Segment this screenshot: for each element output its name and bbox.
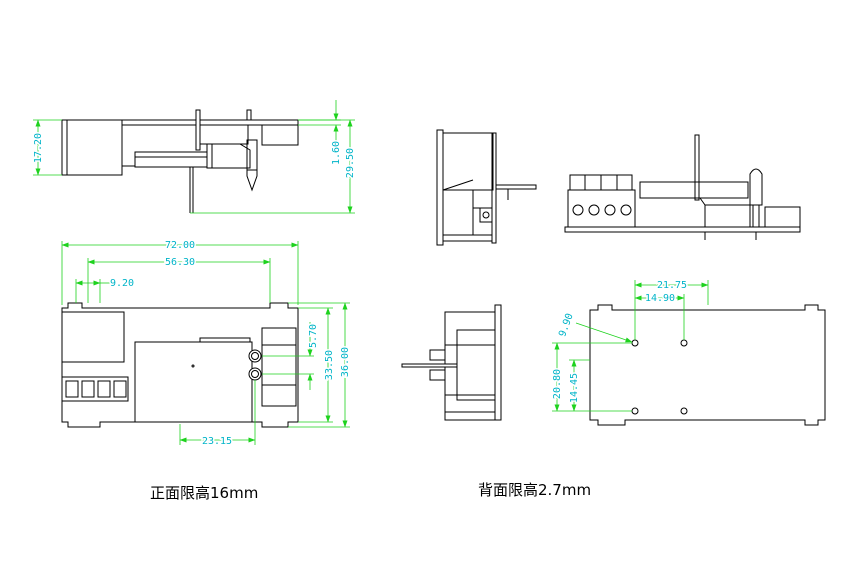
back-hole-bottom-left (631, 407, 639, 415)
dim-29-50-label: 29.50 (345, 148, 356, 178)
long-side-tall-pin (694, 134, 700, 201)
long-side-terminal-screw-2 (588, 204, 600, 216)
end-rear-view (401, 304, 502, 421)
front-side-step (121, 125, 136, 167)
end-side-terminal (479, 207, 493, 223)
caption-front: 正面限高16mm (150, 484, 258, 502)
front-top-terminal-2 (81, 380, 95, 398)
dim-14-90-label: 14.90 (645, 293, 675, 304)
front-top-connector (261, 327, 297, 407)
end-side-lower-block (442, 189, 474, 236)
front-side-relay (61, 119, 123, 176)
dim-21-75-label: 21.75 (657, 280, 687, 291)
end-side-view (436, 129, 537, 246)
front-side-capacitor (134, 151, 208, 168)
front-side-board (121, 119, 299, 126)
front-top-terminal-4 (113, 380, 127, 398)
end-side-base (442, 234, 493, 242)
front-top-led-2-inner (251, 370, 259, 378)
end-rear-led-2 (429, 369, 446, 381)
front-top-terminal-3 (97, 380, 111, 398)
caption-back: 背面限高2.7mm (478, 481, 591, 499)
front-top-led-1-inner (251, 352, 259, 360)
dim-36-00-label: 36.00 (340, 347, 351, 377)
dim-17-20-label: 17.20 (33, 133, 44, 163)
front-side-standoff (199, 124, 249, 145)
long-side-terminal-screw-3 (604, 204, 616, 216)
long-side-terminal-screw-4 (620, 204, 632, 216)
front-side-transformer (206, 143, 251, 169)
back-view: 21.75 14.90 9.90 20.80 14.45 (551, 279, 826, 426)
end-rear-inner-block (456, 329, 496, 401)
long-side-standoff (704, 204, 751, 228)
long-side-led (749, 168, 763, 206)
front-top-led-2 (248, 367, 262, 381)
front-side-led (246, 139, 258, 192)
front-top-center-mark (191, 364, 195, 368)
dim-1-60-label: 1.60 (331, 141, 342, 165)
front-top-terminal-1 (65, 380, 79, 398)
dim-56-30-label: 56.30 (165, 257, 195, 268)
dim-20-80-label: 20.80 (552, 369, 563, 399)
end-side-capacitor (472, 189, 493, 209)
front-side-pin-up (195, 109, 201, 151)
long-side-connector (764, 206, 801, 228)
dim-14-45-label: 14.45 (569, 373, 580, 403)
end-rear-panel (494, 304, 502, 421)
long-side-board (564, 226, 801, 233)
long-side-terminal-block (567, 189, 636, 228)
back-hole-top-left (631, 339, 639, 347)
front-side-view: 17.20 1.60 29.50 (32, 100, 358, 214)
long-side-view (564, 134, 801, 240)
front-top-relay (61, 311, 125, 363)
dim-9-90-label: 9.90 (557, 312, 576, 338)
long-side-capacitor (639, 181, 749, 199)
front-top-transformer-lip (199, 337, 251, 343)
dim-72-00-label: 72.00 (165, 240, 195, 251)
front-top-view: 72.00 56.30 9.20 5.70 33.50 36.00 23.15 (61, 239, 353, 449)
end-side-terminal-hole (482, 211, 490, 219)
end-rear-base (444, 411, 496, 421)
front-side-connector (261, 124, 299, 146)
end-side-front-panel (436, 129, 444, 246)
front-top-terminal-block (61, 376, 129, 402)
front-top-outline (61, 302, 299, 428)
dim-33-50-label: 33.50 (324, 350, 335, 380)
dim-9-20-label: 9.20 (110, 278, 134, 289)
end-rear-pin (401, 363, 458, 368)
back-outline (589, 304, 826, 426)
back-hole-bottom-right (680, 407, 688, 415)
front-side-post (246, 109, 252, 121)
front-top-transformer (134, 341, 253, 423)
end-rear-led-1 (429, 349, 446, 361)
long-side-terminal-screw-1 (572, 204, 584, 216)
long-side-standoff-line (699, 197, 706, 206)
dim-5-70-label: 5.70 (308, 324, 319, 348)
dim-23-15-label: 23.15 (202, 436, 232, 447)
front-top-led-1 (248, 349, 262, 363)
long-side-led-lead (752, 204, 760, 228)
dim-9-90-leader (575, 322, 633, 343)
back-hole-top-right (680, 339, 688, 347)
end-side-pin (495, 184, 537, 190)
end-side-lower-diagonal (442, 179, 474, 191)
